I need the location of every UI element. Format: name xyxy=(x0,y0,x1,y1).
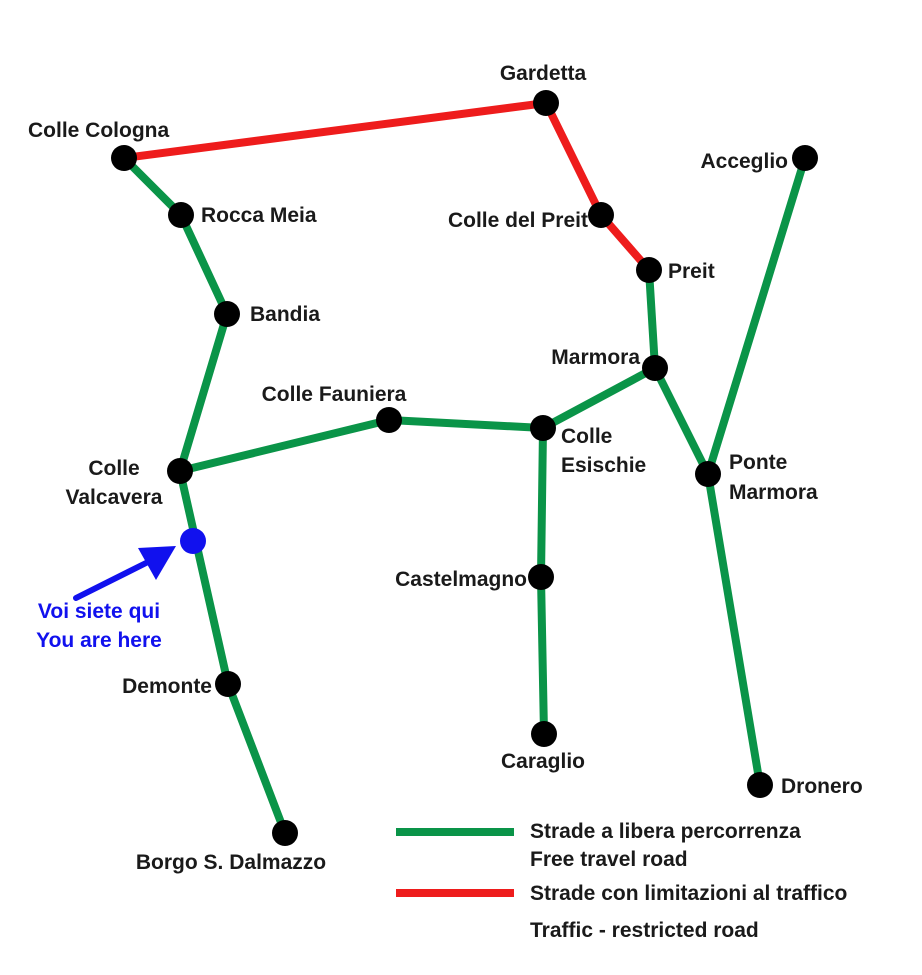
place-labels: Colle Cologna Gardetta Acceglio Rocca Me… xyxy=(28,62,863,874)
you-are-here-arrow-shaft xyxy=(73,557,155,601)
node-demonte xyxy=(215,671,241,697)
restricted-roads xyxy=(120,99,653,274)
road-colle-esischie-marmora xyxy=(539,364,659,432)
label-borgo-s-dalmazzo: Borgo S. Dalmazzo xyxy=(136,851,326,874)
free-roads xyxy=(120,154,809,837)
legend-free-road-it: Strade a libera percorrenza xyxy=(530,820,801,843)
label-ponte-marmora-2: Marmora xyxy=(729,481,818,504)
node-acceglio xyxy=(792,145,818,171)
node-rocca-meia xyxy=(168,202,194,228)
node-ponte-marmora xyxy=(695,461,721,487)
node-gardetta xyxy=(533,90,559,116)
node-caraglio xyxy=(531,721,557,747)
node-colle-fauniera xyxy=(376,407,402,433)
road-colle-fauniera-colle-esischie xyxy=(385,416,547,432)
label-colle-valcavera-2: Valcavera xyxy=(66,486,163,509)
road-colle-valcavera-colle-fauniera xyxy=(176,416,393,475)
legend-free-road-en: Free travel road xyxy=(530,848,688,871)
you-are-here-dot xyxy=(180,528,206,554)
road-castelmagno-caraglio xyxy=(537,573,548,738)
node-colle-cologna xyxy=(111,145,137,171)
label-colle-del-preit: Colle del Preit xyxy=(448,209,588,232)
label-gardetta: Gardetta xyxy=(500,62,587,85)
label-caraglio: Caraglio xyxy=(501,750,585,773)
road-colle-cologna-rocca-meia xyxy=(120,154,185,219)
legend-restricted-road-en: Traffic - restricted road xyxy=(530,919,759,942)
label-colle-esischie-2: Esischie xyxy=(561,454,646,477)
road-preit-marmora xyxy=(645,266,659,372)
node-colle-esischie xyxy=(530,415,556,441)
label-bandia: Bandia xyxy=(250,303,320,326)
you-are-here-marker: Voi siete qui You are here xyxy=(36,528,206,652)
node-castelmagno xyxy=(528,564,554,590)
road-demonte-borgo-s-dalmazzo xyxy=(224,680,289,837)
node-borgo-s-dalmazzo xyxy=(272,820,298,846)
label-preit: Preit xyxy=(668,260,715,283)
label-demonte: Demonte xyxy=(122,675,212,698)
label-acceglio: Acceglio xyxy=(700,150,788,173)
you-are-here-arrow-head xyxy=(138,546,176,580)
node-marmora xyxy=(642,355,668,381)
label-ponte-marmora-1: Ponte xyxy=(729,451,787,474)
road-gardetta-colle-del-preit xyxy=(542,99,605,219)
legend: Strade a libera percorrenza Free travel … xyxy=(396,820,847,942)
road-colle-valcavera-demonte xyxy=(176,467,232,688)
road-bandia-colle-valcavera xyxy=(176,310,231,475)
you-are-here-label-it: Voi siete qui xyxy=(38,600,160,623)
node-dronero xyxy=(747,772,773,798)
road-colle-cologna-gardetta xyxy=(120,99,550,162)
legend-restricted-road-it: Strade con limitazioni al traffico xyxy=(530,882,847,905)
towns xyxy=(111,90,818,846)
road-marmora-ponte-marmora xyxy=(651,364,712,478)
label-colle-valcavera-1: Colle xyxy=(88,457,139,480)
road-rocca-meia-bandia xyxy=(177,211,231,318)
label-colle-cologna: Colle Cologna xyxy=(28,119,169,142)
label-colle-fauniera: Colle Fauniera xyxy=(262,383,407,406)
you-are-here-label-en: You are here xyxy=(36,629,162,652)
label-marmora: Marmora xyxy=(551,346,640,369)
label-castelmagno: Castelmagno xyxy=(395,568,527,591)
node-colle-valcavera xyxy=(167,458,193,484)
node-preit xyxy=(636,257,662,283)
label-rocca-meia: Rocca Meia xyxy=(201,204,317,227)
road-acceglio-ponte-marmora xyxy=(704,154,809,478)
node-colle-del-preit xyxy=(588,202,614,228)
road-colle-esischie-castelmagno xyxy=(537,424,547,581)
label-dronero: Dronero xyxy=(781,775,863,798)
label-colle-esischie-1: Colle xyxy=(561,425,612,448)
road-ponte-marmora-dronero xyxy=(704,470,764,789)
node-bandia xyxy=(214,301,240,327)
